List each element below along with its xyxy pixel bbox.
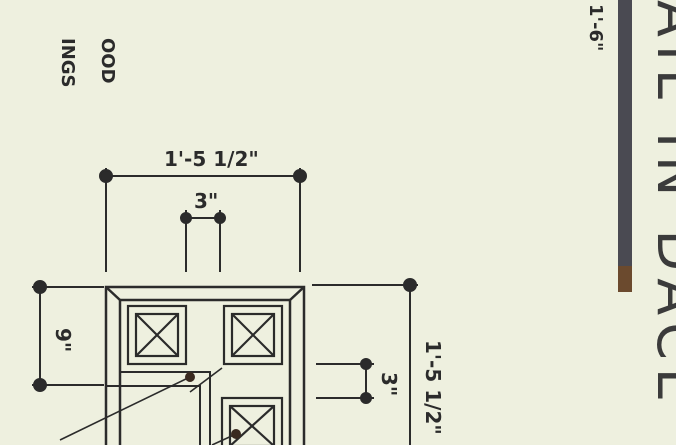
title-divider-tip <box>618 266 632 292</box>
tile-top-left <box>126 304 188 366</box>
dim-top-right-partial: 1'-6" <box>585 4 606 51</box>
dim-label-top-gap: 3" <box>194 189 218 213</box>
tile-top-right <box>222 304 284 366</box>
title-divider-bar <box>618 0 632 292</box>
tile-bottom-right <box>220 396 284 445</box>
title-block: AIL IN DACE 1'-6" <box>585 0 676 410</box>
dimension-left-height <box>32 280 104 392</box>
base-plan <box>104 285 306 445</box>
dimension-top-overall <box>99 168 307 272</box>
dim-label-right-overall: 1'-5 1/2" <box>421 340 445 435</box>
dim-label-left-height: 9" <box>51 328 75 352</box>
fragment-labels: INGS OOD <box>57 38 118 88</box>
dim-label-right-gap: 3" <box>377 372 401 396</box>
fragment-ings: INGS <box>57 38 78 88</box>
leader-lines <box>59 367 241 445</box>
fragment-ood: OOD <box>97 38 118 84</box>
dimension-right-gap <box>316 358 374 404</box>
drawing-title: AIL IN DACE <box>645 0 676 410</box>
dim-label-top-overall: 1'-5 1/2" <box>164 147 259 171</box>
dimension-top-gap <box>180 210 226 272</box>
dimension-right-overall <box>312 278 418 445</box>
